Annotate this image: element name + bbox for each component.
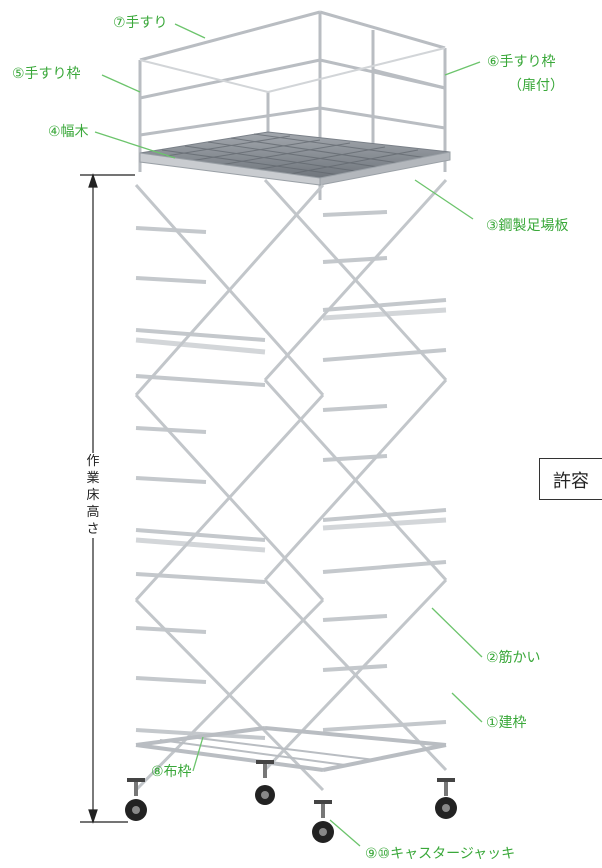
caster-front-right — [312, 800, 334, 843]
allowable-load-box: 許容 — [539, 458, 602, 500]
caster-front-left — [125, 778, 147, 821]
height-char: 作 — [86, 454, 100, 469]
label-frame: ①建枠 — [486, 715, 527, 731]
height-char: 床 — [86, 488, 100, 503]
handrail-section — [138, 10, 447, 200]
caster-back-right — [435, 778, 457, 819]
tower-frame — [133, 160, 449, 805]
caster-back-left — [255, 760, 275, 805]
label-handrail-frame-door: ⑥手すり枠 — [487, 54, 556, 70]
label-toe-board: ④幅木 — [48, 124, 89, 140]
label-steel-plank: ③鋼製足場板 — [486, 218, 569, 234]
label-base-frame: ⑧布枠 — [151, 764, 192, 780]
label-handrail: ⑦手すり — [113, 15, 168, 31]
label-caster-jack: ⑨⑩キャスタージャッキ — [365, 846, 516, 862]
label-handrail-frame: ⑤手すり枠 — [12, 66, 81, 82]
working-floor-height-label: 作 業 床 高 さ — [85, 453, 101, 538]
label-handrail-frame-door-sub: （扉付） — [508, 78, 564, 94]
caster-jacks — [125, 760, 457, 843]
leader-lines — [94, 23, 483, 847]
height-char: 業 — [86, 471, 100, 486]
height-char: 高 — [86, 505, 100, 520]
label-brace: ②筋かい — [486, 650, 541, 666]
steel-plank-platform — [139, 131, 451, 186]
height-char: さ — [86, 522, 100, 537]
